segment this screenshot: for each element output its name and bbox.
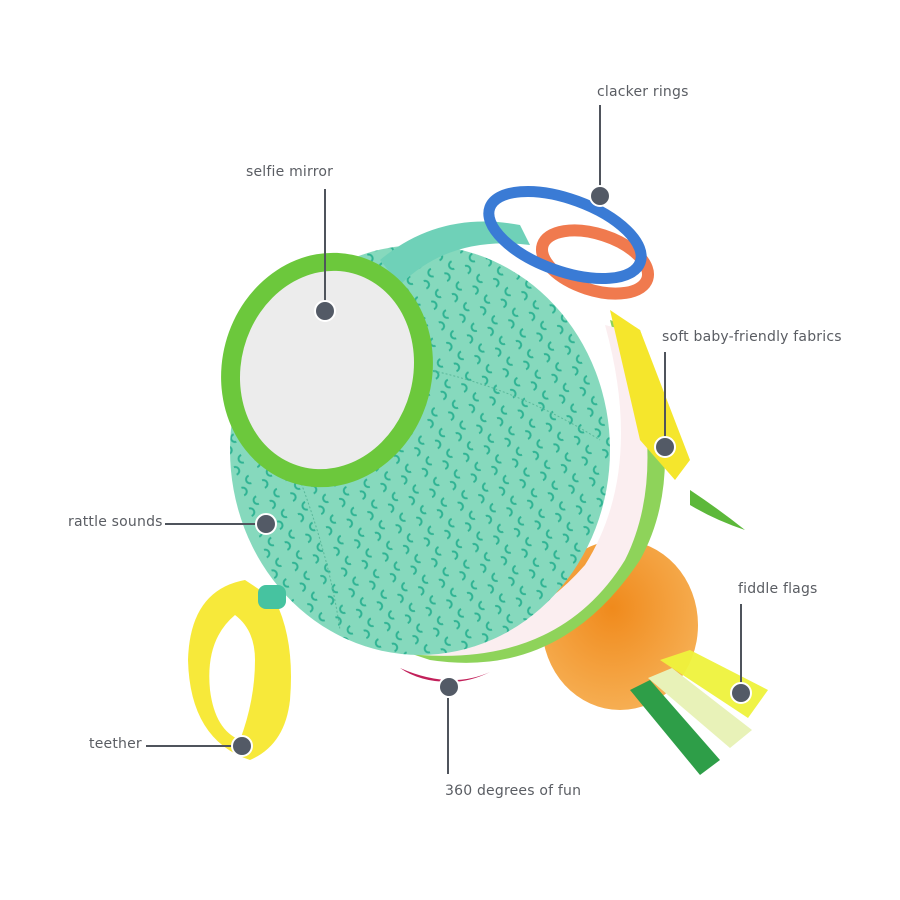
- callout-label-rattle-sounds: rattle sounds: [68, 514, 163, 530]
- callout-label-fiddle-flags: fiddle flags: [738, 581, 818, 597]
- yellow-teether: [188, 580, 291, 760]
- blue-clacker-ring: [483, 185, 647, 285]
- callout-dot-fiddle-flags: [730, 682, 752, 704]
- callout-line-360-fun: [447, 698, 449, 774]
- callout-line-fiddle-flags: [740, 604, 742, 684]
- callout-label-soft-fabrics: soft baby-friendly fabrics: [662, 329, 842, 345]
- callout-label-teether: teether: [89, 736, 142, 752]
- callout-line-teether: [146, 745, 232, 747]
- callout-label-selfie-mirror: selfie mirror: [246, 164, 334, 180]
- orange-clacker-ring: [535, 224, 655, 300]
- callout-dot-360-fun: [438, 676, 460, 698]
- callout-dot-rattle-sounds: [255, 513, 277, 535]
- callout-dot-clacker-rings: [589, 185, 611, 207]
- mirror-glass: [239, 270, 415, 470]
- callout-dot-selfie-mirror: [314, 300, 336, 322]
- callout-label-360-fun: 360 degrees of fun: [445, 783, 582, 799]
- callout-line-clacker-rings: [599, 105, 601, 187]
- callout-dot-soft-fabrics: [654, 436, 676, 458]
- callout-line-soft-fabrics: [664, 352, 666, 438]
- callout-line-selfie-mirror: [324, 189, 326, 301]
- callout-label-clacker-rings: clacker rings: [597, 84, 689, 100]
- callout-dot-teether: [231, 735, 253, 757]
- callout-line-rattle-sounds: [165, 523, 257, 525]
